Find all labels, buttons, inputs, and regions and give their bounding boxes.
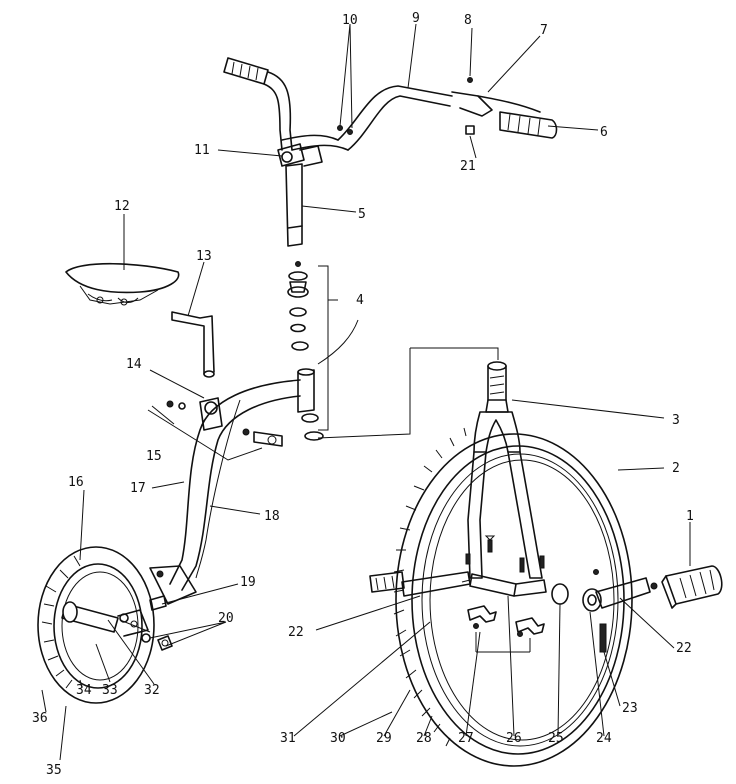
callout-13: 13 (196, 249, 212, 264)
callout-numbers: 1 2 3 4 5 6 7 8 9 10 11 12 13 14 15 16 1… (32, 11, 694, 778)
callout-19: 19 (240, 575, 256, 590)
callout-28: 28 (416, 731, 432, 746)
callout-25: 25 (548, 731, 564, 746)
callout-12: 12 (114, 199, 130, 214)
front-wheel (369, 427, 723, 767)
handlebar-assembly (223, 57, 558, 247)
callout-20: 20 (218, 611, 234, 626)
callout-22-left: 22 (288, 625, 304, 640)
callout-17: 17 (130, 481, 146, 496)
callout-29: 29 (376, 731, 392, 746)
callout-2: 2 (672, 461, 680, 476)
callout-9: 9 (412, 11, 420, 26)
callout-27: 27 (458, 731, 474, 746)
callout-30: 30 (330, 731, 346, 746)
rear-wheel (37, 546, 173, 704)
callout-26: 26 (506, 731, 522, 746)
callout-14: 14 (126, 357, 142, 372)
callout-22-right: 22 (676, 641, 692, 656)
front-fork (317, 347, 543, 579)
headset-parts (287, 261, 338, 441)
callout-33: 33 (102, 683, 118, 698)
callout-36: 36 (32, 711, 48, 726)
callout-35: 35 (46, 763, 62, 778)
callout-18: 18 (264, 509, 280, 524)
callout-4: 4 (356, 293, 364, 308)
frame (149, 319, 359, 605)
callout-6: 6 (600, 125, 608, 140)
callout-34: 34 (76, 683, 92, 698)
callout-24: 24 (596, 731, 612, 746)
callout-3: 3 (672, 413, 680, 428)
callout-15: 15 (146, 449, 162, 464)
callout-1: 1 (686, 509, 694, 524)
callout-7: 7 (540, 23, 548, 38)
callout-21: 21 (460, 159, 476, 174)
callout-8: 8 (464, 13, 472, 28)
callout-32: 32 (144, 683, 160, 698)
leader-lines (41, 23, 691, 761)
callout-11: 11 (194, 143, 210, 158)
callout-23: 23 (622, 701, 638, 716)
callout-16: 16 (68, 475, 84, 490)
callout-31: 31 (280, 731, 296, 746)
seat-assembly (65, 262, 215, 378)
callout-5: 5 (358, 207, 366, 222)
callout-10: 10 (342, 13, 358, 28)
